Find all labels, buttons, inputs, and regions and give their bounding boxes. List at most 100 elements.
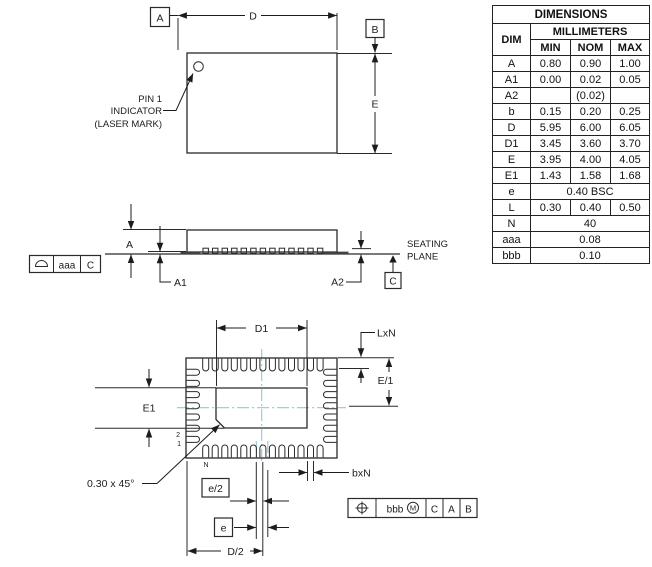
cell-dim: E1 xyxy=(492,167,531,184)
mmc-modifier-icon xyxy=(407,501,419,514)
cell-span: 0.40 BSC xyxy=(529,183,651,200)
cell-min: 3.95 xyxy=(530,151,571,168)
fcf-bbb-label: bbb xyxy=(387,505,404,516)
datum-c-label: C xyxy=(389,277,396,288)
dim-label-bxn: bxN xyxy=(352,468,371,480)
fcf-datum-c: C xyxy=(431,505,438,516)
e-box xyxy=(213,517,234,538)
cell-span: 0.10 xyxy=(529,247,651,264)
seating-plane-label-1: SEATING xyxy=(407,239,448,250)
pin2-number: 2 xyxy=(176,432,180,439)
col-header-dim: DIM xyxy=(492,23,531,56)
units-header: MILLIMETERS xyxy=(529,23,651,40)
profile-of-surface-icon xyxy=(34,260,49,267)
pin1-leader xyxy=(163,73,194,111)
dim-label-d: D xyxy=(249,11,257,23)
seating-plane-label-2: PLANE xyxy=(407,252,438,263)
lead-col-left xyxy=(186,368,200,443)
cell-max: 0.50 xyxy=(609,199,651,216)
pin1-note-line1: PIN 1 xyxy=(138,94,162,105)
dim-label-lxn: LxN xyxy=(377,328,396,340)
package-outline-top xyxy=(186,52,338,154)
cell-min: 3.45 xyxy=(530,135,571,152)
cell-max: 3.70 xyxy=(609,135,651,152)
cell-nom: 6.00 xyxy=(570,119,611,136)
pin1-indicator-circle xyxy=(193,61,204,72)
cell-max: 4.05 xyxy=(609,151,651,168)
dim-label-e-pitch: e xyxy=(221,523,227,535)
pin1-note-line2: INDICATOR xyxy=(111,106,163,117)
fcf-datum-b: B xyxy=(465,505,472,516)
col-header-min: MIN xyxy=(530,39,571,56)
dim-label-a2: A2 xyxy=(331,277,344,289)
cell-dim: bbb xyxy=(492,247,531,264)
cell-max: 0.25 xyxy=(609,103,651,120)
fcf-bbb-modifier: M xyxy=(410,504,416,513)
datum-a-box xyxy=(149,6,171,28)
datum-b-label: B xyxy=(371,24,378,36)
cell-min: 0.00 xyxy=(530,71,571,88)
chamfer-leader xyxy=(156,424,220,484)
dim-label-a1: A1 xyxy=(174,277,187,289)
pin1-number: 1 xyxy=(177,441,181,448)
datum-c-flag: C xyxy=(384,255,402,290)
cell-dim: aaa xyxy=(492,231,531,248)
top-view: A D PIN 1 INDICATOR (LASER MARK) B E xyxy=(94,6,392,154)
dim-label-e-half: e/2 xyxy=(208,483,223,495)
cell-nom: 0.90 xyxy=(570,55,611,72)
table-row: A2 (0.02) xyxy=(492,87,651,104)
fcf-datum-a: A xyxy=(448,505,455,516)
cell-nom: 3.60 xyxy=(570,135,611,152)
cell-nom: 0.20 xyxy=(570,103,611,120)
lead-col-right xyxy=(323,368,337,443)
cell-nom: (0.02) xyxy=(570,87,611,104)
lead-row-bottom xyxy=(202,444,324,458)
dim-label-a: A xyxy=(126,239,133,251)
bottom-view: D1 LxN E/1 E1 2 1 N 0.30 x 45° e/2 xyxy=(87,320,478,558)
cell-max: 1.00 xyxy=(609,55,651,72)
dim-label-d-half: D/2 xyxy=(227,546,244,558)
cell-min: 5.95 xyxy=(530,119,571,136)
cell-dim: A xyxy=(492,55,531,72)
cell-dim: A1 xyxy=(492,71,531,88)
datum-c-box xyxy=(384,271,402,290)
cell-max: 6.05 xyxy=(609,119,651,136)
cell-dim: E xyxy=(492,151,531,168)
table-title: DIMENSIONS xyxy=(491,5,651,24)
flatness-fcf: aaa C xyxy=(28,254,102,274)
cell-dim: N xyxy=(492,215,531,232)
dimensions-table: DIMENSIONS DIM MILLIMETERS MIN NOM MAX A… xyxy=(491,5,651,264)
fcf-aaa-datum: C xyxy=(87,261,94,272)
pin1-note-line3: (LASER MARK) xyxy=(94,119,162,130)
dim-label-e1: E1 xyxy=(143,403,156,415)
col-header-max: MAX xyxy=(609,39,651,56)
cell-max: 1.68 xyxy=(609,167,651,184)
chamfer-note: 0.30 x 45° xyxy=(87,478,134,490)
pin-n-number: N xyxy=(203,462,208,469)
cell-min: 0.15 xyxy=(530,103,571,120)
col-header-nom: NOM xyxy=(570,39,611,56)
cell-nom: 4.00 xyxy=(570,151,611,168)
cell-min: 0.80 xyxy=(530,55,571,72)
cell-min: 0.30 xyxy=(530,199,571,216)
lead-row-top xyxy=(202,358,324,372)
cell-dim: A2 xyxy=(492,87,531,104)
cell-dim: b xyxy=(492,103,531,120)
e-half-box xyxy=(201,477,230,498)
dim-label-d1: D1 xyxy=(255,323,269,335)
cell-nom: 0.40 xyxy=(570,199,611,216)
cell-nom: 1.58 xyxy=(570,167,611,184)
